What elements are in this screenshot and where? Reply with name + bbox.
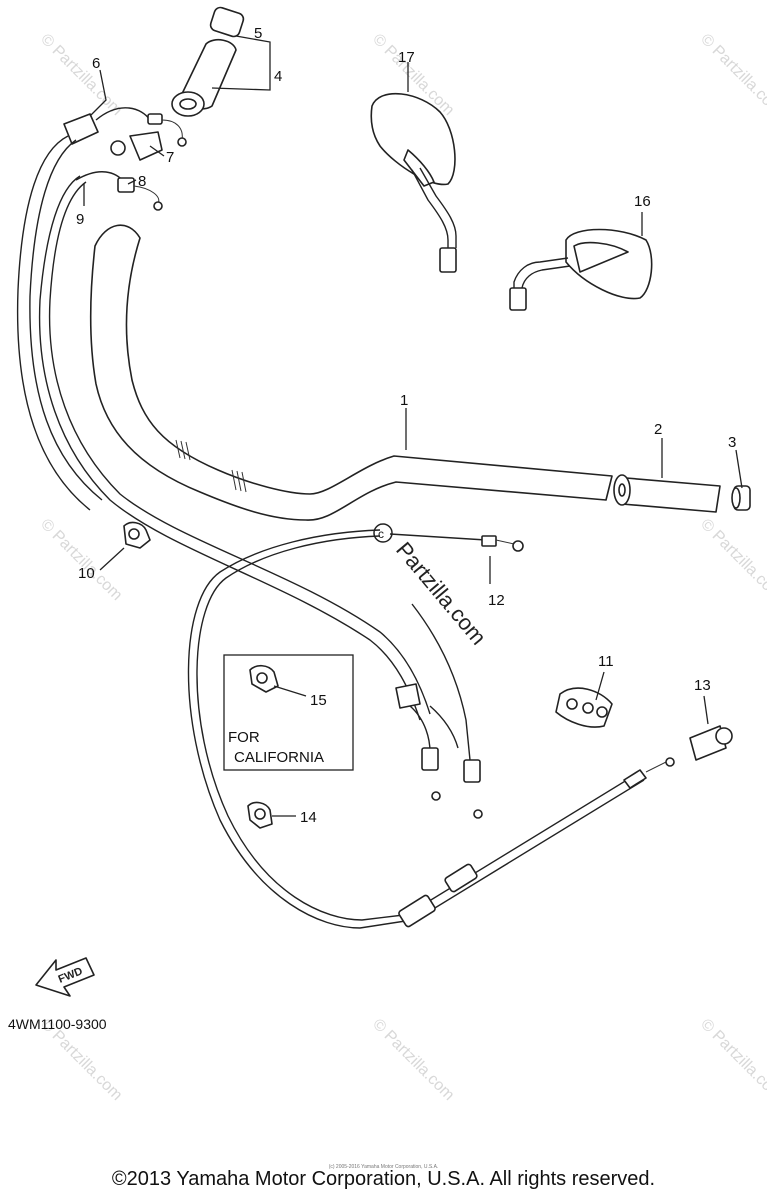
clutch-cable (398, 725, 733, 928)
copyright-small: (c) 2005-2016 Yamaha Motor Corporation, … (328, 1164, 439, 1170)
callout-1: 1 (400, 392, 408, 409)
watermark-text: © Partzilla.com (37, 516, 125, 604)
callout-17: 17 (398, 49, 415, 66)
callout-9: 9 (76, 211, 84, 228)
return-cable (38, 171, 431, 721)
forward-arrow-icon: FWD (35, 957, 95, 997)
callout-14: 14 (300, 809, 317, 826)
callout-15: 15 (310, 692, 327, 709)
callout-12: 12 (488, 592, 505, 609)
cable-guide (555, 687, 613, 728)
svg-text:c: c (378, 527, 384, 541)
callout-labels: 1 2 3 4 5 6 7 8 9 10 11 12 13 14 15 16 1… (76, 25, 736, 826)
grip (613, 474, 721, 513)
mirror-left (370, 92, 457, 273)
watermark-text: © Partzilla.com (37, 31, 125, 119)
throttle-grip (171, 6, 245, 117)
cable-clamp-14 (247, 801, 273, 829)
callout-13: 13 (694, 677, 711, 694)
cable-lower-ends (395, 603, 483, 819)
callout-5: 5 (254, 25, 262, 42)
watermark-center-text: Partzilla.com (391, 537, 491, 650)
callout-7: 7 (166, 149, 174, 166)
callout-3: 3 (728, 434, 736, 451)
copyright-notice: ©2013 Yamaha Motor Corporation, U.S.A. A… (111, 1168, 656, 1190)
mirror-right (509, 228, 653, 311)
leader-4-5 (211, 35, 271, 91)
callout-4: 4 (274, 68, 282, 85)
callout-10: 10 (78, 565, 95, 582)
callout-2: 2 (654, 421, 662, 438)
center-watermark: c Partzilla.com (373, 523, 491, 650)
callout-16: 16 (634, 193, 651, 210)
watermark-text: © Partzilla.com (697, 516, 767, 604)
california-line-1: FOR (228, 729, 260, 746)
california-inset: FOR CALIFORNIA (223, 654, 354, 771)
california-line-2: CALIFORNIA (234, 749, 324, 766)
callout-8: 8 (138, 173, 146, 190)
callout-11: 11 (598, 653, 614, 670)
watermark-text: © Partzilla.com (369, 1016, 457, 1104)
leader-lines (83, 62, 743, 817)
throttle-cable (16, 107, 187, 511)
watermark-text: © Partzilla.com (697, 1016, 767, 1104)
cable-clamp-10 (123, 521, 151, 549)
diagram-code: 4WM1100-9300 (8, 1016, 107, 1032)
handlebar (89, 224, 613, 521)
watermark-group: © Partzilla.com © Partzilla.com © Partzi… (37, 31, 767, 1104)
bracket-bolt (110, 131, 163, 161)
callout-6: 6 (92, 55, 100, 72)
end-weight (731, 485, 751, 511)
choke-cable (187, 529, 524, 929)
watermark-text: © Partzilla.com (697, 31, 767, 119)
